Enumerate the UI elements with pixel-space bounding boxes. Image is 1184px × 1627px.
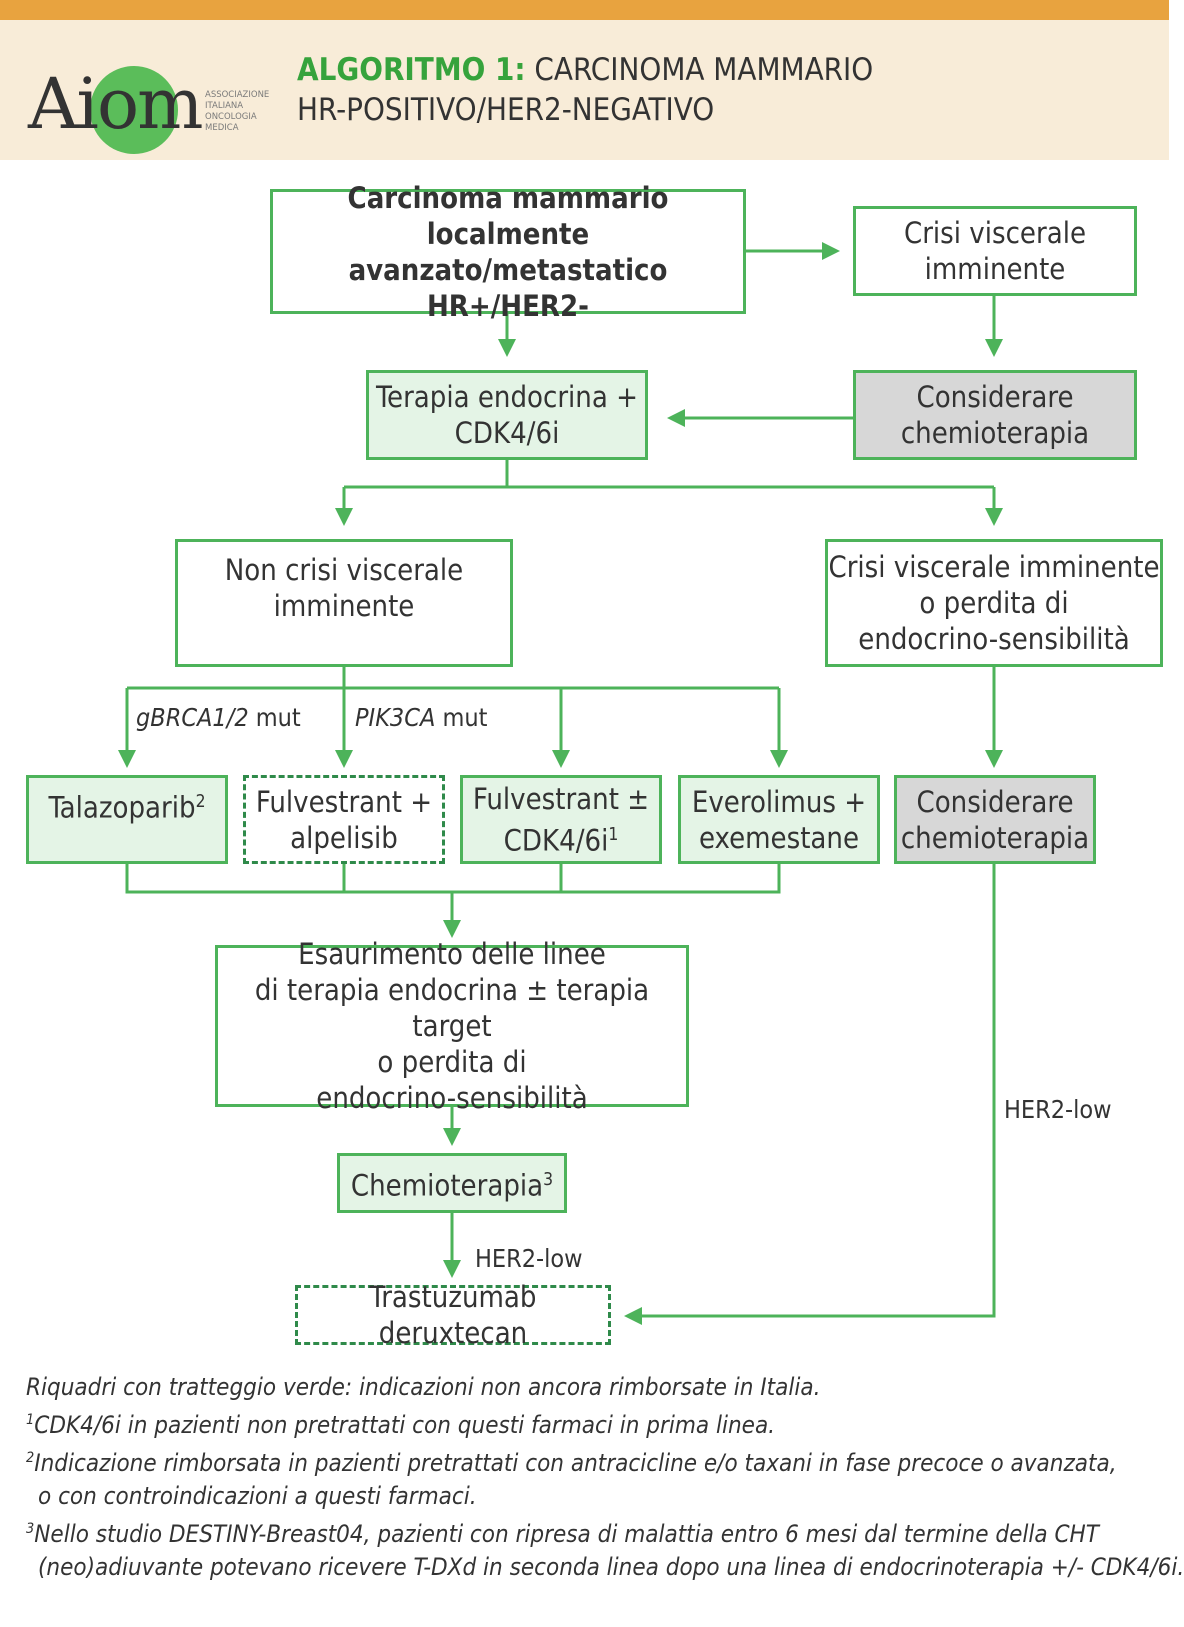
node-chemo-top: Considerare chemioterapia — [853, 370, 1137, 460]
node-everolimus: Everolimus + exemestane — [678, 775, 880, 864]
node-no-crisis: Non crisi viscerale imminente — [175, 539, 513, 667]
node-crisis-top: Crisi viscerale imminente — [853, 206, 1137, 296]
footnote-3-cont: (neo)adiuvante potevano ricevere T-DXd i… — [38, 1553, 1184, 1581]
node-trastuzumab-deruxtecan: Trastuzumab deruxtecan — [295, 1280, 611, 1350]
footnote-1: 1CDK4/6i in pazienti non pretrattati con… — [26, 1411, 776, 1439]
line-merge-bottom — [125, 864, 781, 894]
title-line2: HR-POSITIVO/HER2-NEGATIVO — [297, 92, 715, 128]
edge-label-her2-low-right: HER2-low — [1004, 1095, 1112, 1124]
footnote-2-cont: o con controindicazioni a questi farmaci… — [38, 1482, 477, 1510]
logo-letters: Ai​om — [28, 63, 203, 145]
node-chemo-right: Considerare chemioterapia — [894, 775, 1096, 864]
header-banner: Ai​om ASSOCIAZIONE ITALIANA ONCOLOGIA ME… — [0, 20, 1169, 160]
node-fulvestrant-cdk: Fulvestrant ±CDK4/6i1 — [460, 775, 662, 864]
edge-label-pik3ca: PIK3CA mut — [355, 703, 488, 732]
node-talazoparib: Talazoparib2 — [26, 775, 228, 864]
footnote-legend: Riquadri con tratteggio verde: indicazio… — [26, 1373, 821, 1401]
footnotes: Riquadri con tratteggio verde: indicazio… — [26, 1371, 1184, 1584]
node-start: Carcinoma mammario localmente avanzato/m… — [270, 181, 746, 323]
node-fulvestrant-alpelisib: Fulvestrant + alpelisib — [243, 775, 445, 864]
edge-label-gbrca: gBRCA1/2 mut — [136, 703, 301, 732]
title-prefix: ALGORITMO 1: — [297, 52, 526, 88]
footnote-3: 3Nello studio DESTINY-Breast04, pazienti… — [26, 1520, 1099, 1548]
footnote-2: 2Indicazione rimborsata in pazienti pret… — [26, 1449, 1117, 1477]
logo-green-circle — [90, 66, 178, 154]
top-accent-bar — [0, 0, 1169, 20]
node-crisis-loss: Crisi viscerale imminente o perdita di e… — [825, 539, 1163, 667]
arrow-right-chemo-to-tdxd — [624, 864, 996, 1325]
page-title: ALGORITMO 1: CARCINOMA MAMMARIO HR-POSIT… — [297, 50, 873, 130]
edge-label-her2-low-bottom: HER2-low — [475, 1244, 583, 1273]
logo-subtitle: ASSOCIAZIONE ITALIANA ONCOLOGIA MEDICA — [205, 90, 270, 133]
title-line1: CARCINOMA MAMMARIO — [534, 52, 874, 88]
node-chemotherapy: Chemioterapia3 — [337, 1153, 567, 1213]
node-exhaustion: Esaurimento delle linee di terapia endoc… — [215, 937, 689, 1115]
node-endocrine-cdk: Terapia endocrina + CDK4/6i — [366, 370, 648, 460]
aiom-logo: Ai​om ASSOCIAZIONE ITALIANA ONCOLOGIA ME… — [28, 60, 278, 160]
